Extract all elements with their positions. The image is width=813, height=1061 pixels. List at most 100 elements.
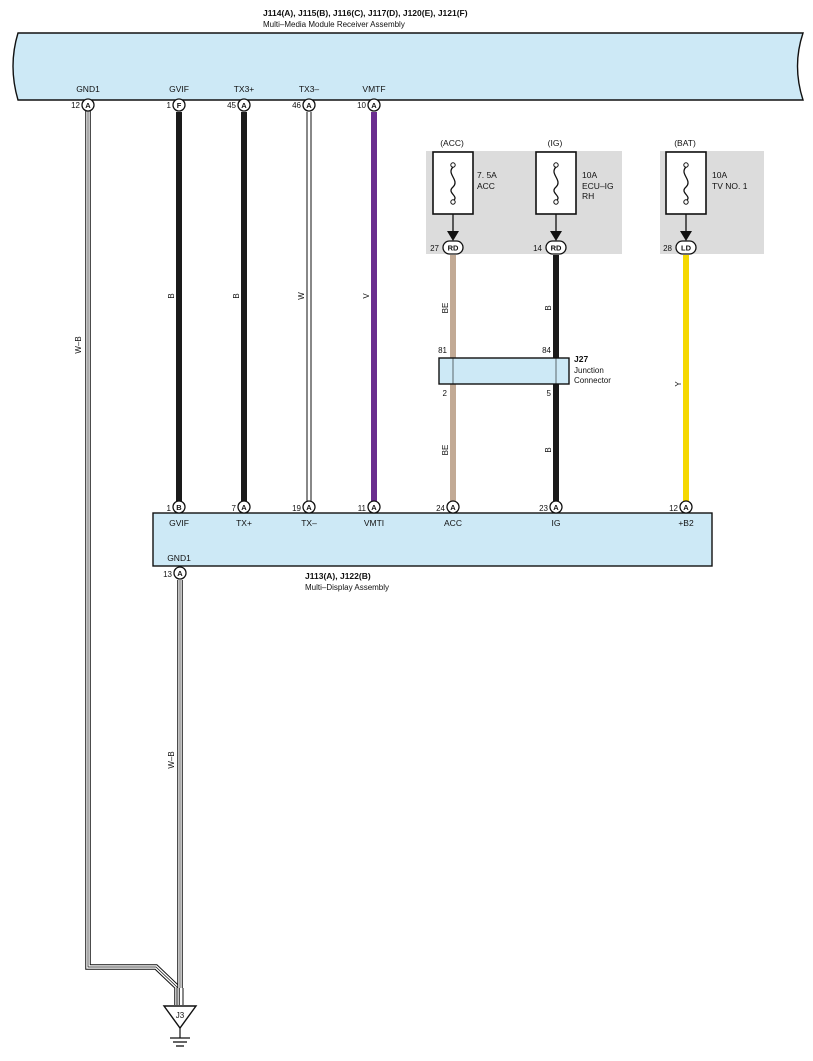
svg-text:A: A <box>241 101 247 110</box>
terminal-label-vmti: VMTI <box>364 518 384 528</box>
svg-text:1: 1 <box>167 101 172 110</box>
pin-tx3-minus: 46 A <box>292 98 316 112</box>
terminal-label-tx-plus: TX+ <box>236 518 252 528</box>
fuse-element-bat <box>683 166 689 202</box>
pin-acc: 24 A <box>436 500 460 514</box>
fuse-rating-bat: 10A <box>712 170 727 180</box>
pin-fuse-ig: 14 RD <box>533 240 567 255</box>
junction-pin-81: 81 <box>438 346 447 355</box>
svg-text:27: 27 <box>430 244 439 253</box>
wire-label-gvif: B <box>167 293 176 298</box>
svg-text:19: 19 <box>292 504 301 513</box>
ground-icon: J3 <box>162 1005 198 1047</box>
terminal-label-vmtf: VMTF <box>362 84 385 94</box>
terminal-label-tx3-plus: TX3+ <box>234 84 255 94</box>
svg-text:RD: RD <box>448 244 459 253</box>
terminal-label-tx3-minus: TX3– <box>299 84 320 94</box>
fuse-rating-ig: 10A <box>582 170 597 180</box>
junction-name: Junction Connector <box>574 366 611 385</box>
pin-b2: 12 A <box>669 500 693 514</box>
arrow-down-icon <box>680 231 692 241</box>
pin-gvif-top: 1 F <box>167 98 186 112</box>
svg-text:12: 12 <box>71 101 80 110</box>
wire-label-b2: Y <box>674 381 683 387</box>
svg-text:A: A <box>371 503 377 512</box>
pin-fuse-acc: 27 RD <box>430 240 464 255</box>
terminal-label-gvif-bottom: GVIF <box>169 518 189 528</box>
fuse-source-bat: (BAT) <box>674 138 696 148</box>
junction-pin-5: 5 <box>547 389 552 398</box>
junction-id: J27 <box>574 354 588 364</box>
svg-text:B: B <box>176 503 182 512</box>
arrow-down-icon <box>447 231 459 241</box>
wire-label-acc-upper: BE <box>441 303 450 314</box>
junction-pin-2: 2 <box>443 389 448 398</box>
top-component-ids: J114(A), J115(B), J116(C), J117(D), J120… <box>263 8 468 18</box>
fuse-source-ig: (IG) <box>548 138 563 148</box>
fuse-rating-acc: 7. 5A <box>477 170 497 180</box>
svg-text:LD: LD <box>681 244 692 253</box>
wire-label-ig-lower: B <box>544 447 553 452</box>
svg-text:A: A <box>241 503 247 512</box>
wire-label-ig-upper: B <box>544 305 553 310</box>
svg-text:11: 11 <box>358 504 367 513</box>
bottom-component-ids: J113(A), J122(B) <box>305 571 371 581</box>
svg-text:A: A <box>553 503 559 512</box>
terminal-label-ig: IG <box>552 518 561 528</box>
pin-tx-plus: 7 A <box>232 500 251 514</box>
wire-label-tx-minus: W <box>297 292 306 300</box>
svg-text:24: 24 <box>436 504 445 513</box>
top-component-name: Multi–Media Module Receiver Assembly <box>263 20 405 29</box>
bottom-component-box <box>152 512 713 567</box>
svg-text:A: A <box>177 569 183 578</box>
terminal-label-gvif-top: GVIF <box>169 84 189 94</box>
bottom-component-name: Multi–Display Assembly <box>305 583 389 592</box>
fuse-name-acc: ACC <box>477 181 495 191</box>
terminal-label-b2: +B2 <box>678 518 694 528</box>
fuse-element-ig <box>553 166 559 202</box>
svg-text:7: 7 <box>232 504 237 513</box>
terminal-label-acc: ACC <box>444 518 462 528</box>
svg-text:12: 12 <box>669 504 678 513</box>
top-component-box <box>12 32 804 101</box>
junction-connector-j27 <box>438 357 570 385</box>
terminal-label-tx-minus: TX– <box>301 518 317 528</box>
pin-fuse-bat: 28 LD <box>663 240 697 255</box>
svg-text:A: A <box>371 101 377 110</box>
svg-text:A: A <box>306 503 312 512</box>
fuse-source-acc: (ACC) <box>440 138 464 148</box>
svg-text:46: 46 <box>292 101 301 110</box>
svg-text:A: A <box>683 503 689 512</box>
svg-text:RD: RD <box>551 244 562 253</box>
pin-gnd1-top: 12 A <box>71 98 95 112</box>
svg-text:13: 13 <box>163 570 172 579</box>
svg-text:45: 45 <box>227 101 236 110</box>
svg-text:23: 23 <box>539 504 548 513</box>
fuse-name-ig: ECU–IG RH <box>582 181 616 201</box>
svg-text:10: 10 <box>357 101 366 110</box>
svg-text:A: A <box>306 101 312 110</box>
svg-text:A: A <box>85 101 91 110</box>
pin-vmtf: 10 A <box>357 98 381 112</box>
wire-gnd-bottom <box>176 580 184 1005</box>
wire-label-acc-lower: BE <box>441 445 450 456</box>
pin-gvif-bottom: 1 B <box>167 500 186 514</box>
junction-pin-84: 84 <box>542 346 551 355</box>
svg-text:1: 1 <box>167 504 172 513</box>
wire-label-tx-plus: B <box>232 293 241 298</box>
pin-tx3-plus: 45 A <box>227 98 251 112</box>
svg-text:F: F <box>177 101 182 110</box>
fuse-name-bat: TV NO. 1 <box>712 181 748 191</box>
wire-label-gnd-top: W–B <box>74 336 83 353</box>
svg-text:28: 28 <box>663 244 672 253</box>
terminal-label-gnd1-top: GND1 <box>76 84 100 94</box>
svg-text:A: A <box>450 503 456 512</box>
pin-gnd1-bottom: 13 A <box>163 566 187 580</box>
terminal-label-gnd1-bottom: GND1 <box>167 553 191 563</box>
pin-tx-minus: 19 A <box>292 500 316 514</box>
pin-ig: 23 A <box>539 500 563 514</box>
pin-vmti: 11 A <box>358 500 381 514</box>
svg-text:14: 14 <box>533 244 542 253</box>
wire-label-gnd-bottom: W–B <box>167 751 176 768</box>
